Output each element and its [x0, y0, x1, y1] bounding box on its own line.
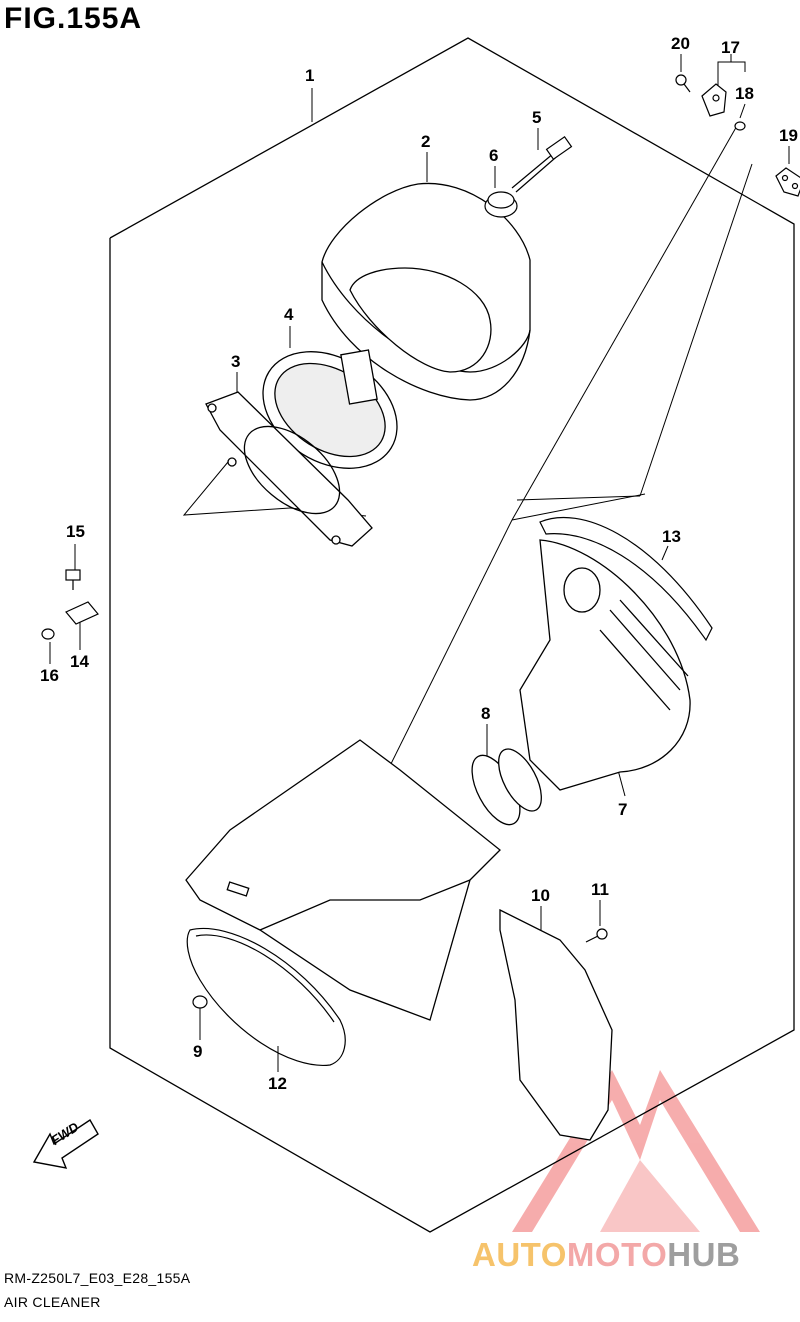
- callout-19: 19: [779, 126, 798, 145]
- callout-14: 14: [70, 652, 89, 671]
- air-filter-element[interactable]: [321, 182, 531, 401]
- filter-cage[interactable]: [241, 328, 418, 493]
- callout-7: 7: [618, 800, 628, 819]
- callout-12: 12: [268, 1074, 287, 1093]
- callout-13: 13: [662, 527, 681, 546]
- callout-15: 15: [66, 522, 85, 541]
- callout-4: 4: [284, 305, 294, 324]
- callout-8: 8: [481, 704, 491, 723]
- callout-17: 17: [721, 38, 740, 57]
- callout-20: 20: [671, 34, 690, 53]
- filter-bolt[interactable]: [511, 135, 573, 193]
- callout-10: 10: [531, 886, 550, 905]
- screw-11[interactable]: [585, 928, 608, 943]
- plate-19[interactable]: [775, 167, 800, 197]
- screw-20[interactable]: [675, 74, 691, 93]
- watermark-auto: AUTO: [472, 1236, 567, 1273]
- intake-boot[interactable]: [519, 539, 691, 791]
- callout-11: 11: [591, 880, 609, 899]
- callout-1: 1: [305, 66, 315, 85]
- assembly-boundary: [109, 37, 795, 1233]
- bolt-15[interactable]: [65, 569, 81, 590]
- clip-nut-14[interactable]: [65, 601, 99, 625]
- fwd-arrow-icon: [32, 1119, 99, 1169]
- callout-3: 3: [231, 352, 241, 371]
- callout-5: 5: [532, 108, 542, 127]
- nut-16[interactable]: [41, 628, 55, 640]
- callout-6: 6: [489, 146, 499, 165]
- watermark-hub: HUB: [667, 1236, 741, 1273]
- grommet[interactable]: [484, 191, 518, 218]
- callout-16: 16: [40, 666, 59, 685]
- figure-title: FIG.155A: [4, 2, 143, 35]
- watermark-moto: MOTO: [566, 1236, 668, 1273]
- figure-code: RM-Z250L7_E03_E28_155A: [4, 1270, 191, 1286]
- figure-name: AIR CLEANER: [4, 1294, 101, 1310]
- nut-9[interactable]: [192, 995, 208, 1009]
- air-box-gasket[interactable]: [186, 928, 346, 1066]
- watermark-logo: [512, 1070, 760, 1232]
- callout-9: 9: [193, 1042, 203, 1061]
- sensor-bracket-17[interactable]: [701, 83, 727, 117]
- mounting-plate[interactable]: [205, 391, 373, 547]
- callout-2: 2: [421, 132, 431, 151]
- air-box-housing[interactable]: [185, 739, 501, 1021]
- mud-guard[interactable]: [499, 908, 613, 1141]
- o-ring-18[interactable]: [734, 121, 746, 131]
- watermark-text: AUTOMOTOHUB: [472, 1236, 740, 1274]
- callout-18: 18: [735, 84, 754, 103]
- hose-clamp[interactable]: [462, 742, 550, 832]
- intake-gasket[interactable]: [539, 516, 713, 642]
